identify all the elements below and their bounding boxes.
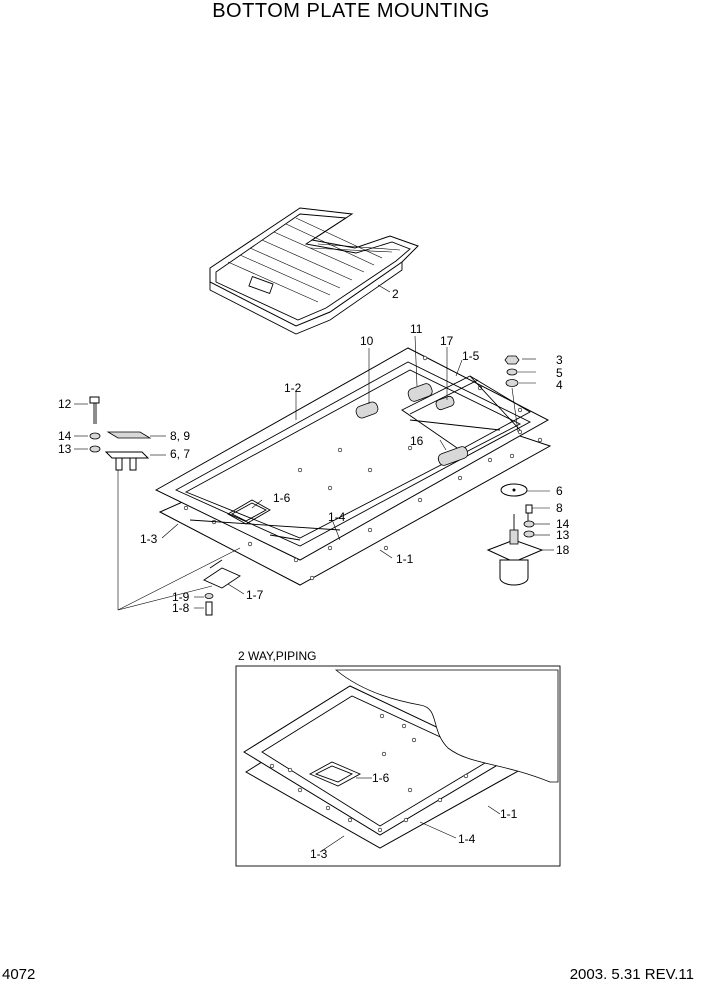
callout-6-7: 6, 7 [170, 447, 190, 461]
callout-12: 12 [58, 397, 72, 411]
inset-title: 2 WAY,PIPING [238, 649, 316, 663]
leader-lines [74, 335, 554, 611]
callout-10: 10 [360, 334, 374, 348]
bottom-frame-assembly [154, 347, 552, 589]
washer-1-9 [204, 593, 214, 599]
left-hardware-parts [89, 396, 152, 471]
callout-17: 17 [440, 334, 454, 348]
screw-1-8 [205, 601, 213, 616]
inset-frame [235, 665, 561, 867]
callout-1-5: 1-5 [462, 349, 480, 363]
callout-8: 8 [556, 501, 563, 515]
callout-14: 14 [58, 429, 72, 443]
callout-1-6: 1-6 [273, 491, 291, 505]
callout-1-2: 1-2 [284, 381, 302, 395]
callout-13: 13 [58, 442, 72, 456]
callout-18: 18 [556, 543, 570, 557]
callout-1-4: 1-4 [328, 510, 346, 524]
right-hardware-parts [486, 355, 544, 586]
callout-6: 6 [556, 484, 563, 498]
callout-1-3: 1-3 [140, 532, 158, 546]
inset-callout-1-6: 1-6 [372, 771, 390, 785]
page-number: 4072 [2, 966, 36, 983]
callout-1-1: 1-1 [396, 552, 414, 566]
callout-2: 2 [392, 287, 399, 301]
callout-1-8: 1-8 [172, 601, 190, 615]
inset-callout-1-1: 1-1 [500, 807, 518, 821]
callout-16: 16 [410, 434, 424, 448]
callout-13-right: 13 [556, 528, 570, 542]
inset-frame-detail [243, 669, 559, 849]
callout-5: 5 [556, 366, 563, 380]
inset-callout-1-3: 1-3 [310, 847, 328, 861]
revision-date: 2003. 5.31 REV.11 [569, 966, 694, 983]
callout-8-9: 8, 9 [170, 429, 190, 443]
callout-14-right: 14 [556, 517, 570, 531]
inset-leader-lines [319, 777, 501, 853]
floor-mat-part [209, 207, 419, 335]
callout-3: 3 [556, 353, 563, 367]
inset-callout-1-4: 1-4 [458, 832, 476, 846]
callout-11: 11 [410, 322, 423, 336]
callout-4: 4 [556, 378, 563, 392]
callout-1-9: 1-9 [172, 590, 190, 604]
callout-1-7: 1-7 [246, 588, 264, 602]
page-title: BOTTOM PLATE MOUNTING [212, 0, 490, 22]
